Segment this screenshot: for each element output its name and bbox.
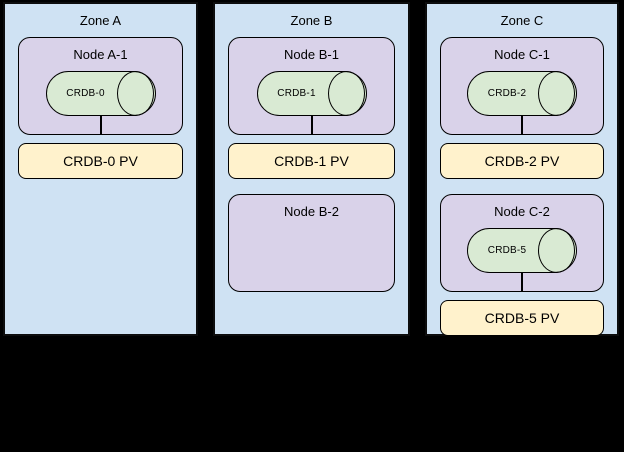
cylinder-cap — [538, 71, 575, 116]
node-b1-label: Node B-1 — [284, 47, 339, 62]
connector-line — [99, 116, 102, 134]
database-label: CRDB-2 — [487, 88, 527, 99]
node-c1-label: Node C-1 — [494, 47, 550, 62]
node-c2-label: Node C-2 — [494, 204, 550, 219]
node-group-b1: Node B-1 CRDB-1 CRDB-1 PV — [228, 37, 395, 179]
cylinder-row: CRDB-2 — [441, 71, 603, 116]
zone-panel-a: Zone A Node A-1 CRDB-0 CRDB-0 PV — [3, 2, 198, 336]
zone-panel-b: Zone B Node B-1 CRDB-1 CRDB-1 PV Node B-… — [213, 2, 410, 336]
database-cylinder-icon: CRDB-0 — [45, 71, 156, 116]
zone-c-label: Zone C — [500, 13, 544, 28]
connector-line — [521, 273, 523, 291]
node-box-c1: Node C-1 CRDB-2 — [440, 37, 604, 135]
node-group-c2: Node C-2 CRDB-5 CRDB-5 PV — [440, 194, 604, 336]
pv-box-b1: CRDB-1 PV — [228, 143, 395, 179]
zone-a-label: Zone A — [79, 13, 122, 28]
node-a1-label: Node A-1 — [73, 47, 128, 62]
zone-b-label: Zone B — [290, 13, 333, 28]
cylinder-row: CRDB-5 — [441, 228, 603, 273]
cylinder-cap — [116, 71, 154, 116]
database-cylinder-icon: CRDB-2 — [467, 71, 577, 116]
pv-box-c1: CRDB-2 PV — [440, 143, 604, 179]
zone-panel-c: Zone C Node C-1 CRDB-2 CRDB-2 PV Node C-… — [425, 2, 619, 336]
connector-line — [310, 116, 313, 134]
node-group-b2: Node B-2 — [228, 194, 395, 292]
node-group-a1: Node A-1 CRDB-0 CRDB-0 PV — [18, 37, 183, 179]
cylinder-cap — [538, 228, 575, 273]
node-group-c1: Node C-1 CRDB-2 CRDB-2 PV — [440, 37, 604, 179]
pv-box-c2: CRDB-5 PV — [440, 300, 604, 336]
pv-box-a1: CRDB-0 PV — [18, 143, 183, 179]
database-cylinder-icon: CRDB-1 — [256, 71, 367, 116]
database-label: CRDB-5 — [487, 245, 527, 256]
cylinder-row: CRDB-0 — [19, 71, 182, 116]
database-label: CRDB-1 — [277, 88, 316, 99]
connector-line — [521, 116, 523, 134]
database-label: CRDB-0 — [66, 88, 105, 99]
node-box-b2: Node B-2 — [228, 194, 395, 292]
cylinder-row: CRDB-1 — [229, 71, 394, 116]
node-b2-label: Node B-2 — [284, 204, 339, 219]
database-cylinder-icon: CRDB-5 — [467, 228, 577, 273]
cylinder-cap — [327, 71, 365, 116]
